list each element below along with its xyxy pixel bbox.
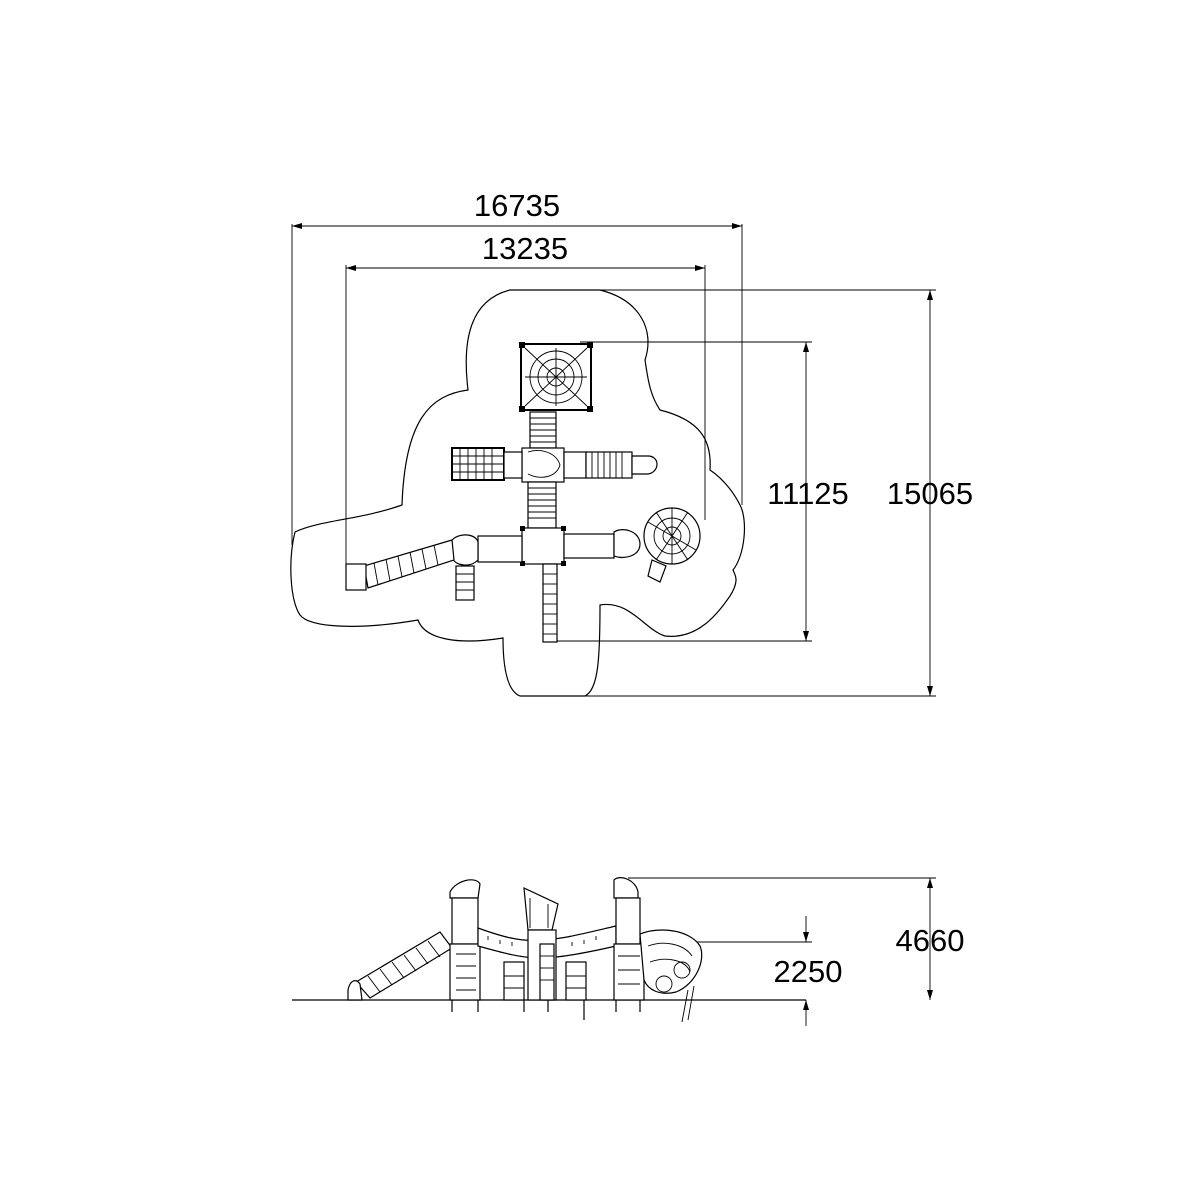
dimension-label-16735: 16735 bbox=[474, 188, 560, 223]
climbing-net-panel bbox=[451, 447, 523, 481]
access-steps bbox=[542, 563, 558, 643]
dimension-structure-width: 13235 bbox=[345, 231, 706, 565]
dimension-overall-width: 16735 bbox=[291, 188, 743, 545]
dimension-label-13235: 13235 bbox=[482, 231, 568, 266]
lower-platform bbox=[520, 526, 566, 566]
dimension-label-2250: 2250 bbox=[774, 954, 843, 989]
tube-slide-left-elevation bbox=[347, 931, 453, 1001]
dimension-platform-height: 2250 bbox=[650, 916, 842, 1026]
roof-web-tower bbox=[519, 342, 593, 412]
elevation-view: 4660 2250 bbox=[292, 877, 965, 1026]
bridge-left-lower bbox=[451, 534, 523, 601]
bridge-horizontal-upper bbox=[563, 451, 658, 479]
dimension-label-11125: 11125 bbox=[767, 476, 849, 511]
safety-zone-outline bbox=[290, 289, 746, 697]
tower-left-elevation bbox=[449, 879, 481, 1012]
bridge-vertical-lower bbox=[527, 481, 557, 529]
spiral-slide-right bbox=[643, 507, 701, 583]
tower-right-elevation bbox=[613, 877, 645, 1012]
tower-center-elevation bbox=[503, 887, 587, 1020]
tube-slide-left bbox=[345, 539, 455, 591]
dimension-structure-depth: 11125 bbox=[555, 341, 849, 642]
bridge-right-lower bbox=[563, 529, 641, 559]
dimension-total-height: 4660 bbox=[628, 877, 965, 1000]
plan-view: 16735 13235 11125 15065 bbox=[290, 188, 973, 697]
dimension-label-4660: 4660 bbox=[896, 923, 965, 958]
dimension-label-15065: 15065 bbox=[887, 476, 973, 511]
center-hub bbox=[521, 447, 565, 483]
spiral-slide-right-elevation bbox=[639, 929, 703, 1023]
dimension-overall-depth: 15065 bbox=[575, 289, 973, 697]
bridge-vertical-upper bbox=[529, 411, 557, 449]
